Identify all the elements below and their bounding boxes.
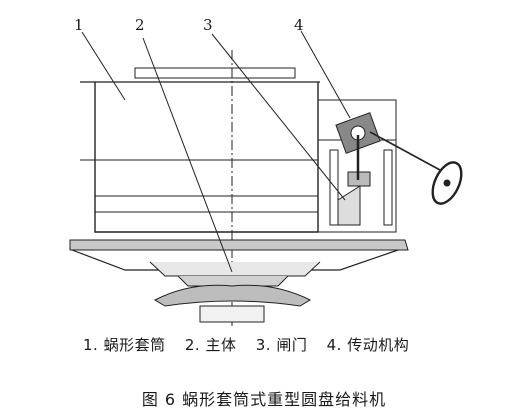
callout-4: 4 bbox=[294, 16, 304, 34]
legend-item: 3. 闸门 bbox=[255, 336, 308, 354]
callout-3: 3 bbox=[203, 16, 213, 34]
legend-item: 2. 主体 bbox=[184, 336, 237, 354]
worm-sleeve bbox=[94, 82, 319, 233]
gate bbox=[329, 149, 339, 226]
legend-item: 4. 传动机构 bbox=[326, 336, 410, 354]
callout-2: 2 bbox=[135, 16, 145, 34]
top-lid bbox=[134, 67, 296, 79]
figure-caption: 图 6 蜗形套筒式重型圆盘给料机 bbox=[141, 390, 387, 409]
legend: 1. 蜗形套筒 2. 主体 3. 闸门 4. 传动机构 bbox=[83, 334, 483, 356]
disc-table bbox=[69, 239, 409, 251]
legend-item: 1. 蜗形套筒 bbox=[83, 336, 166, 354]
base-flange bbox=[153, 284, 312, 307]
feeder-drawing: 1 2 3 4 bbox=[69, 16, 463, 326]
callout-1: 1 bbox=[74, 16, 84, 34]
drive-mechanism bbox=[335, 112, 463, 205]
